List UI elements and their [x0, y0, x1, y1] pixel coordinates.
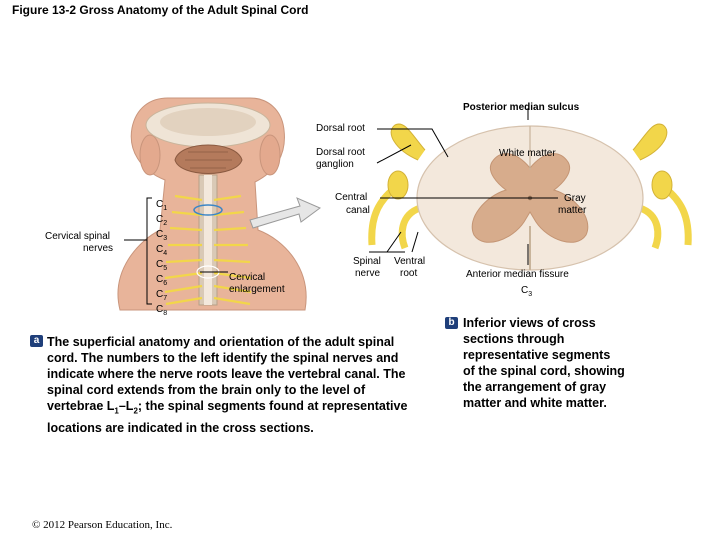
segment-c6: C6	[156, 274, 168, 287]
panel-b-badge: b	[445, 317, 458, 329]
segment-c7: C7	[156, 289, 168, 302]
panel-a-caption-line5: vertebrae L1–L2; the spinal segments fou…	[47, 399, 408, 416]
label-gray-matter-line1: Gray	[564, 193, 586, 204]
label-cervical-enlargement-line2: enlargement	[229, 284, 285, 295]
panel-a-caption-line6: locations are indicated in the cross sec…	[47, 420, 314, 435]
label-gray-matter-line2: matter	[558, 205, 587, 216]
label-section-c3: C3	[521, 285, 533, 298]
panel-a-badge: a	[30, 335, 43, 347]
panel-a-caption-line4: spinal cord extends from the brain only …	[47, 383, 366, 397]
label-dorsal-root-ganglion-line2: ganglion	[316, 159, 354, 170]
panel-a-caption-line2: cord. The numbers to the left identify t…	[47, 351, 399, 365]
label-spinal-nerve-line2: nerve	[355, 268, 381, 279]
label-central-canal-line2: canal	[346, 205, 370, 216]
figure-title: Figure 13-2 Gross Anatomy of the Adult S…	[12, 3, 309, 17]
label-cervical-spinal-nerves-line1: Cervical spinal	[45, 231, 111, 242]
segment-c4: C4	[156, 244, 168, 257]
label-spinal-nerve-line1: Spinal	[353, 256, 381, 267]
label-anterior-median-fissure: Anterior median fissure	[466, 269, 569, 280]
label-cervical-enlargement-line1: Cervical	[229, 272, 266, 283]
panel-b-caption-line6: matter and white matter.	[463, 396, 607, 410]
panel-b-caption-line2: sections through	[463, 332, 565, 346]
segment-c1: C1	[156, 199, 168, 212]
label-dorsal-root-ganglion-line1: Dorsal root	[316, 147, 365, 158]
head-neck-illustration	[117, 97, 307, 311]
label-cervical-spinal-nerves-line2: nerves	[83, 243, 114, 254]
segment-c5: C5	[156, 259, 168, 272]
panel-a-caption-line1: The superficial anatomy and orientation …	[47, 335, 395, 349]
label-ventral-root-line2: root	[400, 268, 418, 279]
label-ventral-root-line1: Ventral	[394, 256, 426, 267]
panel-b-caption-line3: representative segments	[463, 348, 611, 362]
panel-b-caption: Inferior views of cross sections through…	[463, 315, 663, 411]
copyright-notice: © 2012 Pearson Education, Inc.	[32, 519, 173, 531]
label-white-matter: White matter	[499, 148, 556, 159]
segment-c8: C8	[156, 304, 168, 317]
label-dorsal-root: Dorsal root	[316, 123, 365, 134]
panel-a-caption-line3: indicate where the nerve roots leave the…	[47, 367, 406, 381]
segment-c2: C2	[156, 214, 168, 227]
panel-b-caption-line5: the arrangement of gray	[463, 380, 607, 394]
panel-b-caption-line1: Inferior views of cross	[463, 316, 596, 330]
panel-a-caption: The superficial anatomy and orientation …	[47, 334, 447, 436]
segment-label-list: C1 C2 C3 C4 C5 C6 C7 C8	[156, 199, 167, 319]
label-central-canal-line1: Central	[335, 192, 368, 203]
segment-c3: C3	[156, 229, 168, 242]
spinal-cord-cross-section	[368, 123, 692, 271]
panel-b-caption-line4: of the spinal cord, showing	[463, 364, 625, 378]
label-posterior-median-sulcus: Posterior median sulcus	[463, 102, 580, 113]
